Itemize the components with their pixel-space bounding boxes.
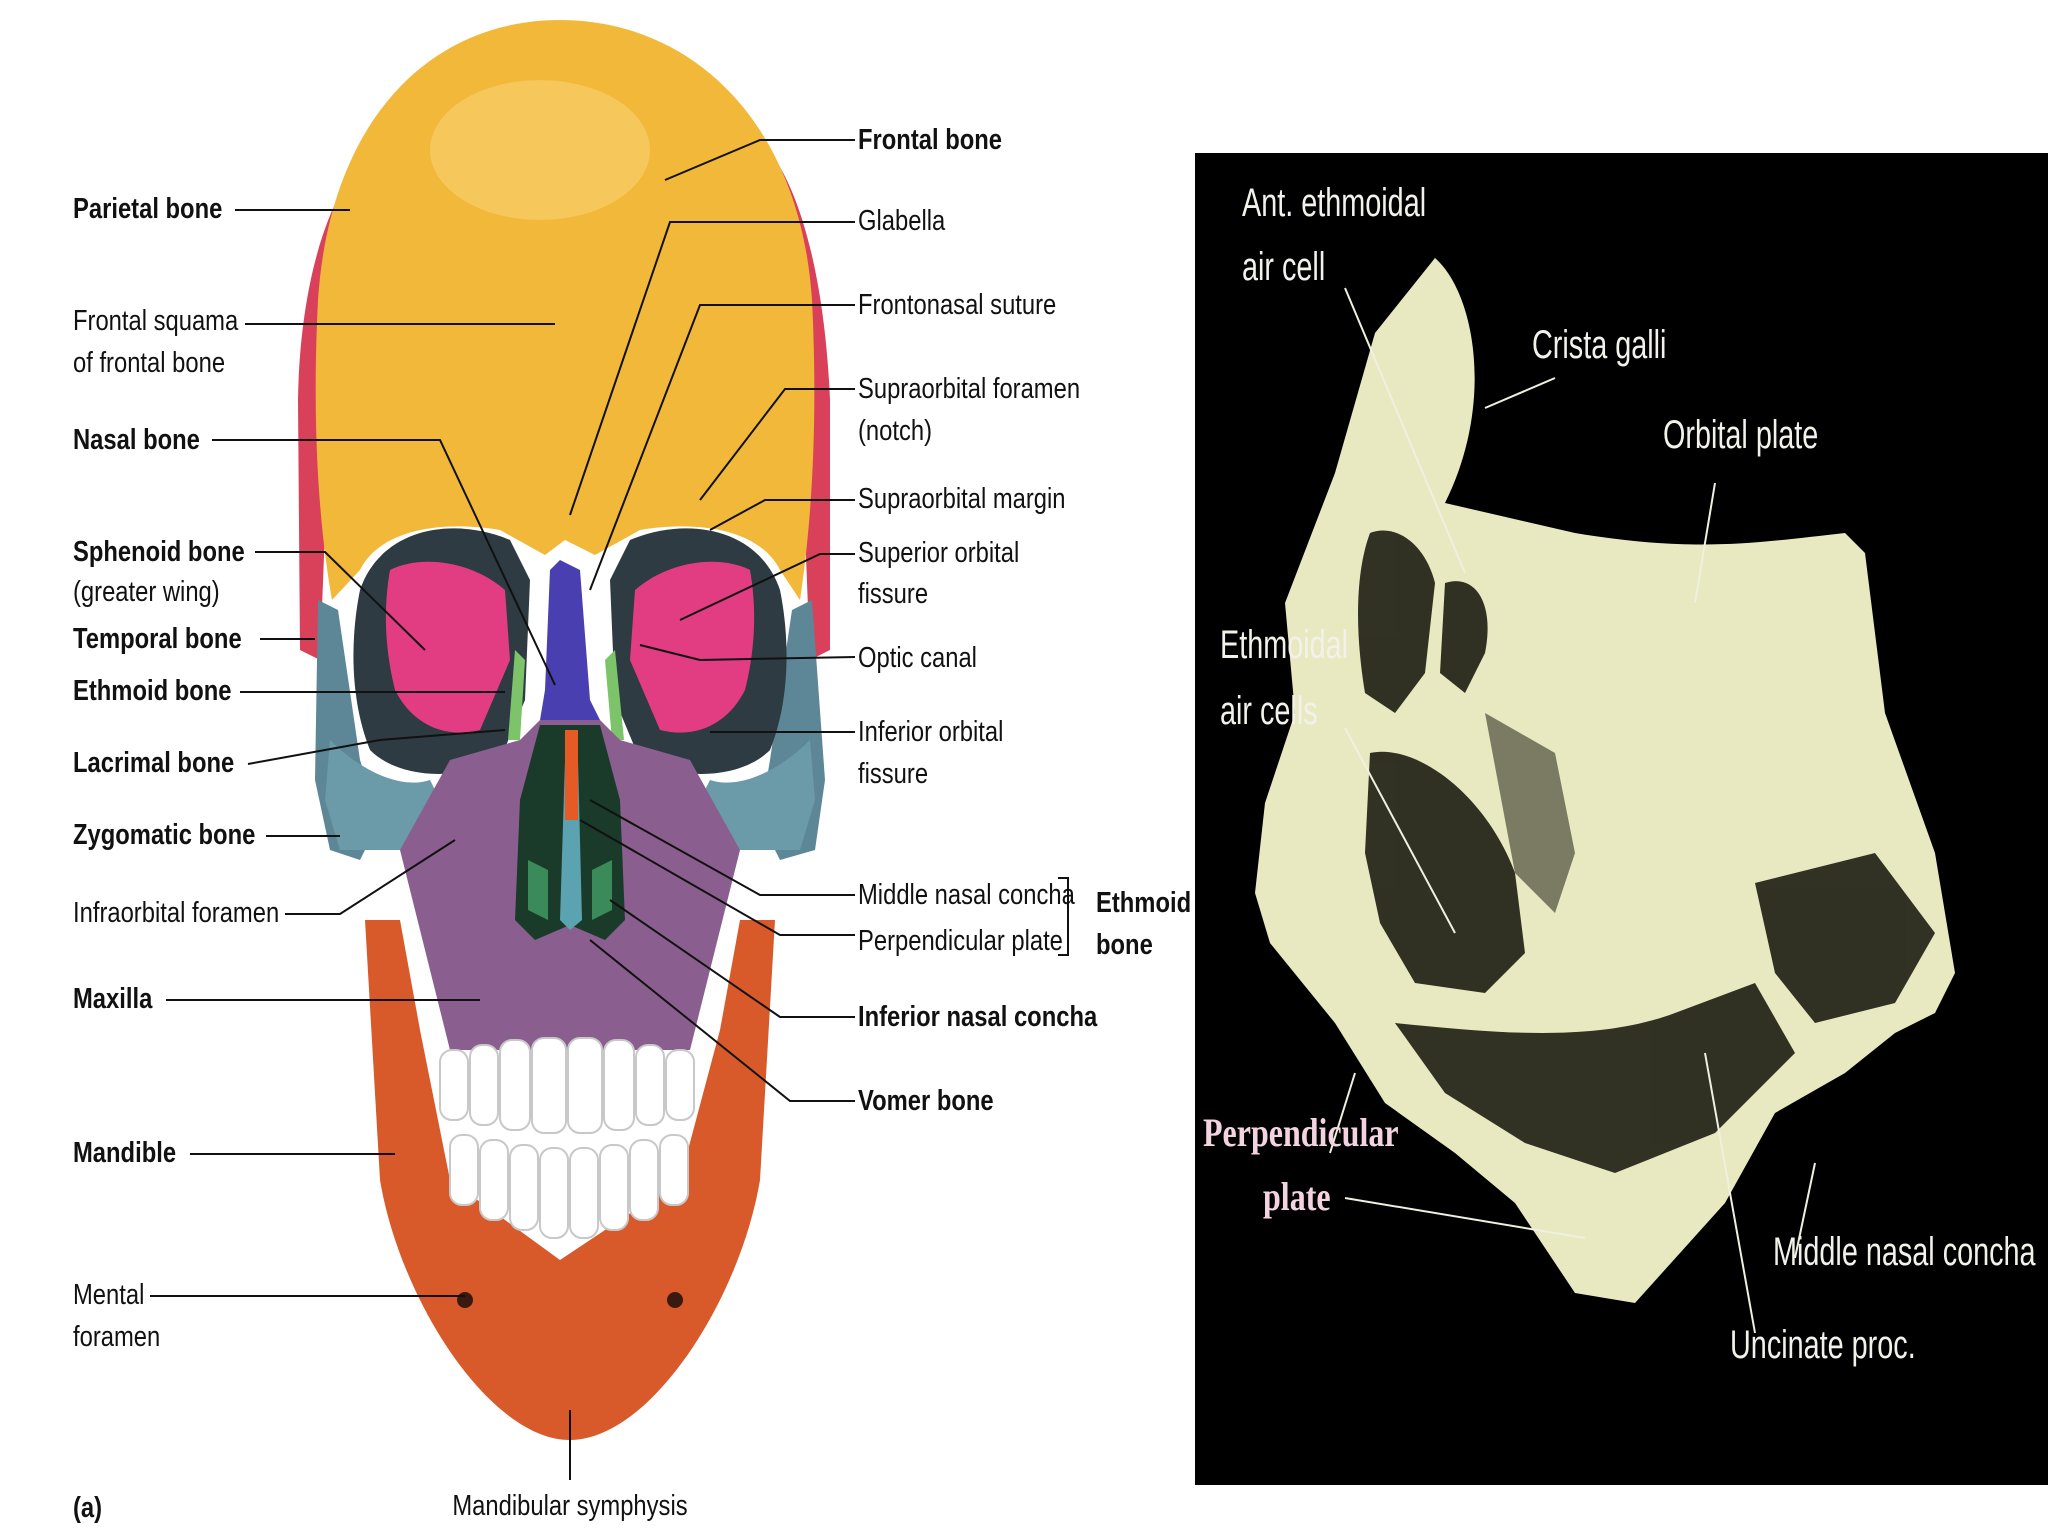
label-frontonasal-suture: Frontonasal suture: [858, 289, 1057, 321]
sphenoid-orbit-left: [385, 561, 510, 733]
ethmoid-bone-photo-panel: Ant. ethmoidal air cell Crista galli Orb…: [1195, 153, 2048, 1485]
label-infraorbital-foramen: Infraorbital foramen: [73, 897, 280, 929]
label-ethmoid-group-2: bone: [1096, 929, 1153, 961]
ethmoid-leader-lines: [1329, 287, 1816, 1334]
nasal-bone-shape: [540, 560, 600, 730]
label-ethmoid-bone: Ethmoid bone: [73, 675, 232, 707]
label-superior-orbital-1: Superior orbital: [858, 537, 1020, 569]
leader-lines: [150, 139, 1069, 1480]
label-perpendicular-1: Perpendicular: [1203, 1110, 1399, 1155]
label-middle-nasal-concha-photo: Middle nasal concha: [1773, 1230, 2036, 1274]
label-supraorbital-foramen-1: Supraorbital foramen: [858, 373, 1081, 405]
inferior-concha-right: [592, 860, 612, 920]
label-frontal-squama-1: Frontal squama: [73, 305, 239, 337]
mandible-shape: [365, 920, 775, 1440]
sphenoid-orbit-right: [630, 561, 755, 733]
label-nasal-bone: Nasal bone: [73, 424, 200, 456]
label-temporal-bone: Temporal bone: [73, 623, 242, 655]
label-mental-2: foramen: [73, 1321, 161, 1353]
mental-foramen-hole-right: [667, 1292, 683, 1308]
label-sphenoid-sub: (greater wing): [73, 576, 220, 608]
ethmoid-bone-illustration: [1255, 258, 1955, 1334]
label-frontal-bone: Frontal bone: [858, 124, 1002, 156]
label-supraorbital-margin: Supraorbital margin: [858, 483, 1066, 515]
label-inferior-orbital-2: fissure: [858, 758, 929, 790]
teeth: [439, 1037, 695, 1239]
label-perpendicular-2: plate: [1263, 1174, 1331, 1219]
label-mandibular-symphysis: Mandibular symphysis: [452, 1490, 688, 1522]
label-parietal-bone: Parietal bone: [73, 193, 223, 225]
skull-illustration: [150, 20, 1069, 1480]
label-sphenoid-bone: Sphenoid bone: [73, 536, 245, 568]
label-ethmoidal-cells-1: Ethmoidal: [1220, 623, 1349, 667]
ethmoid-sliver-left: [508, 650, 525, 740]
label-maxilla: Maxilla: [73, 983, 153, 1015]
label-mental-1: Mental: [73, 1279, 145, 1311]
label-uncinate-proc: Uncinate proc.: [1730, 1323, 1916, 1367]
ethmoid-shadows: [1358, 530, 1935, 1173]
label-ant-ethmoidal-1: Ant. ethmoidal: [1242, 181, 1427, 225]
label-vomer-bone: Vomer bone: [858, 1085, 994, 1117]
ethmoid-sliver-right: [605, 650, 624, 740]
label-middle-nasal-concha: Middle nasal concha: [858, 879, 1075, 911]
label-superior-orbital-2: fissure: [858, 578, 929, 610]
label-perpendicular-plate: Perpendicular plate: [858, 925, 1063, 957]
label-lacrimal-bone: Lacrimal bone: [73, 747, 235, 779]
label-optic-canal: Optic canal: [858, 642, 977, 674]
label-ethmoid-group-1: Ethmoid: [1096, 887, 1192, 919]
label-supraorbital-foramen-2: (notch): [858, 415, 933, 447]
label-inferior-nasal-concha: Inferior nasal concha: [858, 1001, 1098, 1033]
label-ethmoidal-cells-2: air cells: [1220, 689, 1318, 733]
panel-letter-a: (a): [73, 1492, 103, 1524]
parietal-bone-shape-right: [755, 140, 830, 660]
label-zygomatic-bone: Zygomatic bone: [73, 819, 256, 851]
mental-foramen-hole: [457, 1292, 473, 1308]
label-glabella: Glabella: [858, 205, 946, 237]
label-inferior-orbital-1: Inferior orbital: [858, 716, 1004, 748]
label-mandible: Mandible: [73, 1137, 177, 1169]
inferior-concha-left: [528, 860, 548, 920]
label-frontal-squama-2: of frontal bone: [73, 347, 226, 379]
label-orbital-plate: Orbital plate: [1663, 413, 1819, 457]
label-crista-galli: Crista galli: [1532, 323, 1667, 367]
skull-diagram-panel: Parietal bone Frontal squama of frontal …: [73, 20, 1192, 1524]
label-ant-ethmoidal-2: air cell: [1242, 245, 1326, 289]
perpendicular-plate-shape: [565, 730, 578, 820]
